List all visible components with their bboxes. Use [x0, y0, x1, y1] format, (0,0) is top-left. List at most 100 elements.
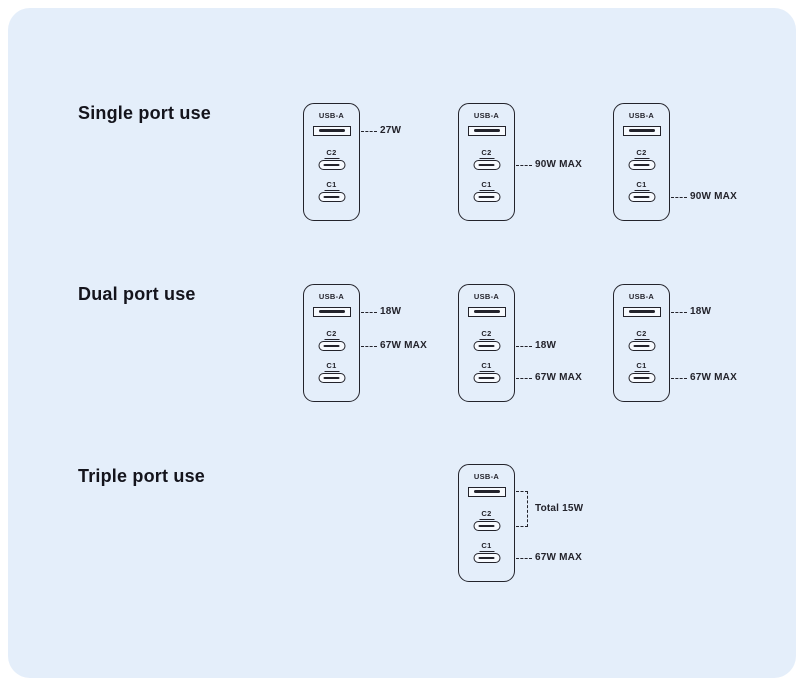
- c2-port: [628, 159, 655, 170]
- c1-pin-icon: [323, 376, 340, 379]
- dashed-line: [671, 377, 687, 379]
- usb-a-port: [467, 125, 506, 136]
- c1-label-underline: [479, 551, 494, 553]
- total-bracket-lines: [516, 491, 528, 527]
- usb-a-port-label: USB-A: [318, 111, 345, 120]
- c2-port-label: C2: [481, 148, 492, 157]
- c2-pin-icon: [478, 163, 495, 166]
- wattage-label: 67W MAX: [690, 372, 737, 383]
- c2-pin-icon: [633, 163, 650, 166]
- usb-a-pin-icon: [628, 309, 655, 314]
- port-annotation: 67W MAX: [361, 341, 427, 351]
- port-annotation: 90W MAX: [671, 192, 737, 202]
- c2-port: [628, 340, 655, 351]
- usb-a-port-label: USB-A: [318, 292, 345, 301]
- c1-port: [473, 191, 500, 202]
- wattage-label: 18W: [535, 340, 557, 351]
- c1-pin-icon: [478, 195, 495, 198]
- c2-pin-icon: [633, 344, 650, 347]
- charger-device: USB-A C2 C1: [458, 284, 515, 402]
- dashed-line: [361, 345, 377, 347]
- c2-pin-icon: [478, 524, 495, 527]
- c2-label-underline: [634, 158, 649, 160]
- charger-device: USB-A C2 C1: [303, 103, 360, 221]
- c1-pin-icon: [633, 376, 650, 379]
- c2-label-underline: [324, 158, 339, 160]
- wattage-label: 18W: [690, 306, 712, 317]
- dashed-line: [361, 311, 377, 313]
- wattage-label: 90W MAX: [690, 191, 737, 202]
- usb-a-port-label: USB-A: [473, 292, 500, 301]
- usb-a-port: [622, 125, 661, 136]
- c1-port: [628, 372, 655, 383]
- dashed-line: [671, 311, 687, 313]
- c1-pin-icon: [323, 195, 340, 198]
- section-title: Triple port use: [78, 466, 206, 486]
- c1-pin-icon: [633, 195, 650, 198]
- port-annotation: 18W: [361, 307, 401, 317]
- c1-label-underline: [479, 190, 494, 192]
- dashed-line: [516, 557, 532, 559]
- c1-port: [318, 372, 345, 383]
- wattage-label: 90W MAX: [535, 159, 582, 170]
- c1-port-label: C1: [636, 361, 647, 370]
- c1-label-underline: [634, 371, 649, 373]
- charger-device: USB-A C2 C1: [458, 464, 515, 582]
- dashed-line: [516, 345, 532, 347]
- c1-port: [473, 552, 500, 563]
- c1-port-label: C1: [481, 541, 492, 550]
- wattage-label: 18W: [380, 306, 402, 317]
- port-annotation: 18W: [516, 341, 556, 351]
- c2-port-label: C2: [636, 148, 647, 157]
- c1-label-underline: [324, 371, 339, 373]
- port-annotation: 67W MAX: [516, 373, 582, 383]
- usb-a-port-label: USB-A: [473, 472, 500, 481]
- c1-label-underline: [634, 190, 649, 192]
- c1-port: [628, 191, 655, 202]
- usb-a-pin-icon: [473, 128, 500, 133]
- charger-device: USB-A C2 C1: [458, 103, 515, 221]
- usb-a-port: [467, 306, 506, 317]
- usb-a-port: [467, 486, 506, 497]
- c1-port: [473, 372, 500, 383]
- c2-label-underline: [479, 158, 494, 160]
- c1-port-label: C1: [636, 180, 647, 189]
- usb-a-port-label: USB-A: [473, 111, 500, 120]
- c2-label-underline: [479, 519, 494, 521]
- c1-label-underline: [324, 190, 339, 192]
- dashed-line: [516, 377, 532, 379]
- c1-port: [318, 191, 345, 202]
- c2-port-label: C2: [481, 509, 492, 518]
- panel-card: [8, 8, 796, 678]
- c2-label-underline: [634, 339, 649, 341]
- charger-device: USB-A C2 C1: [613, 284, 670, 402]
- usb-a-pin-icon: [473, 309, 500, 314]
- section-title: Single port use: [78, 103, 212, 123]
- port-annotation: 67W MAX: [671, 373, 737, 383]
- usb-a-pin-icon: [628, 128, 655, 133]
- dashed-line: [361, 130, 377, 132]
- c2-port-label: C2: [326, 148, 337, 157]
- section-title: Dual port use: [78, 284, 196, 304]
- c2-port: [318, 340, 345, 351]
- wattage-label: 27W: [380, 125, 402, 136]
- c1-pin-icon: [478, 376, 495, 379]
- wattage-label: 67W MAX: [535, 552, 582, 563]
- c1-port-label: C1: [326, 180, 337, 189]
- c2-port-label: C2: [481, 329, 492, 338]
- charger-device: USB-A C2 C1: [303, 284, 360, 402]
- wattage-label: Total 15W: [535, 503, 584, 514]
- port-annotation: 67W MAX: [516, 553, 582, 563]
- dashed-line: [516, 164, 532, 166]
- c1-port-label: C1: [326, 361, 337, 370]
- port-annotation: 18W: [671, 307, 711, 317]
- usb-a-port: [312, 125, 351, 136]
- wattage-label: 67W MAX: [380, 340, 427, 351]
- c2-port: [318, 159, 345, 170]
- usb-a-port: [312, 306, 351, 317]
- c2-label-underline: [324, 339, 339, 341]
- port-annotation: 90W MAX: [516, 160, 582, 170]
- usb-a-port-label: USB-A: [628, 111, 655, 120]
- c2-port: [473, 340, 500, 351]
